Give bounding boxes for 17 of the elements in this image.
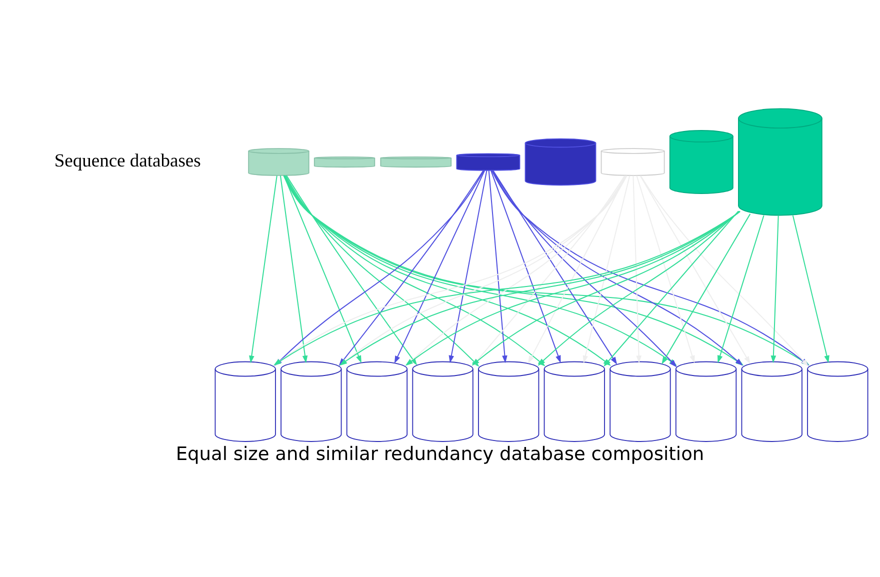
arrow xyxy=(488,170,508,363)
arrow xyxy=(448,170,488,363)
arrow xyxy=(636,175,695,363)
arrow xyxy=(582,175,630,363)
arrow xyxy=(640,174,750,364)
arrow xyxy=(717,214,764,363)
arrow xyxy=(528,174,627,364)
arrow xyxy=(632,175,642,363)
arrow xyxy=(280,175,308,363)
caption: Equal size and similar redundancy database composition xyxy=(176,444,704,465)
arrow xyxy=(249,175,278,363)
arrow xyxy=(394,170,486,363)
arrow xyxy=(662,213,751,364)
arrow xyxy=(770,214,779,363)
arrow xyxy=(792,214,830,363)
diagram-title: Sequence databases xyxy=(54,150,201,172)
arrow xyxy=(490,170,561,363)
